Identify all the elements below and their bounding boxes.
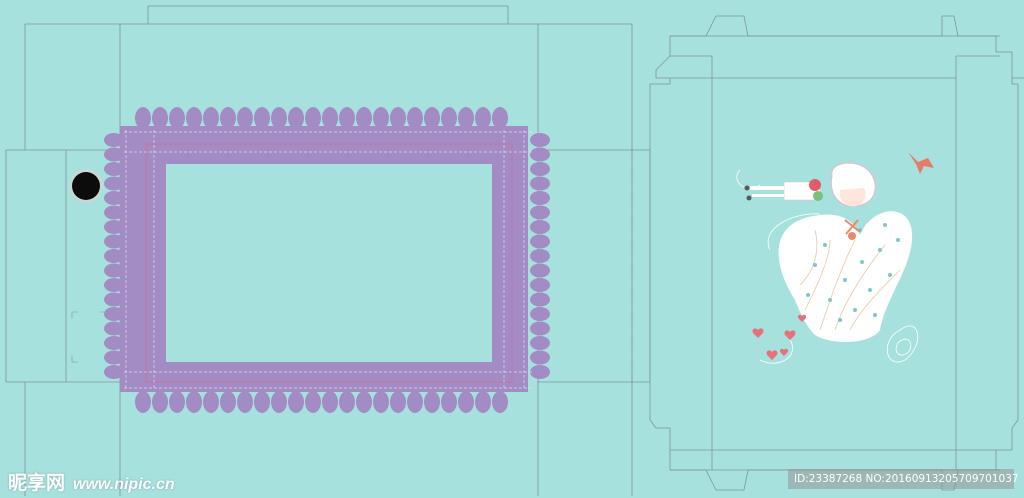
scallop-lobe [305,107,321,129]
scallop-lobe [530,133,550,147]
scallop-lobe [104,162,124,176]
scallop-lobe [104,365,124,379]
scallop-lobe [104,350,124,365]
scallop-lobe [220,107,236,129]
scallop-lobe [530,220,550,234]
scallop-lobe [271,107,287,129]
scallop-lobe [530,234,550,249]
scallop-lobe [390,391,406,413]
watermark-logo: 昵享网 www.nipic.cn [8,468,175,495]
scallop-lobe [104,133,124,147]
scallop-lobe [288,391,304,413]
scallop-lobe [203,107,219,129]
frame-red-guide-line [145,143,513,383]
scallop-lobe [186,107,202,129]
scallop-lobe [135,391,151,413]
scallop-lobe [530,162,550,176]
scallop-lobe [530,336,550,350]
scallop-lobe [104,307,124,321]
small-hearts-illustration [752,314,807,360]
left-box-die-lines [5,5,651,496]
scallop-lobe [530,350,550,365]
scallop-lobe [288,107,304,129]
watermark-brand: 昵享网 [8,472,66,494]
scallop-lobe [458,107,474,129]
scallop-lobe [104,191,124,205]
scallop-lobe [104,336,124,350]
girl-illustration [744,162,876,240]
scallop-lobe [530,205,550,220]
scallop-lobe [104,249,124,263]
scallop-lobe [152,107,168,129]
scallop-lobe [424,107,440,129]
scallop-lobe [169,107,185,129]
scallop-lobe [530,176,550,191]
scallop-lobe [104,220,124,234]
scallop-lobe [104,205,124,220]
watermark-id: ID:23387268 NO:20160913205709701037 [788,469,1019,489]
scallop-lobe [530,191,550,205]
scallop-lobe [356,391,372,413]
scallop-lobe [492,391,508,413]
scallop-lobe [271,391,287,413]
scallop-lobe [322,107,338,129]
scallop-lobe [254,391,270,413]
scallop-lobe [104,234,124,249]
scallop-lobe [203,391,219,413]
scallop-lobe [530,278,550,292]
scallop-lobe [356,107,372,129]
scallop-lobe [530,307,550,321]
hanging-hole-icon [69,169,103,203]
scallop-lobe [104,147,124,162]
scallop-lobe [458,391,474,413]
scallop-lobe [322,391,338,413]
scallop-lobe [339,391,355,413]
scallop-lobe [305,391,321,413]
scallop-lobe [220,391,236,413]
scallop-lobe [237,391,253,413]
scallop-lobe [186,391,202,413]
scallop-lobe [104,278,124,292]
scallop-lobe [441,391,457,413]
scalloped-frame [104,107,550,413]
scallop-lobe [530,321,550,336]
scallop-lobe [373,391,389,413]
scallop-lobe [373,107,389,129]
scallop-lobe [441,107,457,129]
scallop-lobe [530,249,550,263]
bird-icon [908,152,934,174]
scallop-lobe [475,107,491,129]
scallop-lobe [424,391,440,413]
frame-window [166,164,492,362]
scallop-lobe [530,147,550,162]
frame-stitching [124,130,532,389]
scallop-lobe [492,107,508,129]
scallop-lobe [237,107,253,129]
scallop-lobe [135,107,151,129]
scallop-lobe [104,321,124,336]
scallop-lobe [104,292,124,307]
scallop-lobe [254,107,270,129]
scallop-lobe [530,365,550,379]
scallop-lobe [390,107,406,129]
scallop-lobe [530,263,550,278]
scallop-lobe [169,391,185,413]
scallop-lobe [407,391,423,413]
scallop-lobe [104,176,124,191]
watermark-url: www.nipic.cn [73,476,175,493]
scallop-lobe [475,391,491,413]
heart-illustration [736,169,919,364]
scallop-lobe [530,292,550,307]
scallop-lobe [407,107,423,129]
scallop-lobe [104,263,124,278]
scallop-lobe [152,391,168,413]
scallop-lobe [339,107,355,129]
